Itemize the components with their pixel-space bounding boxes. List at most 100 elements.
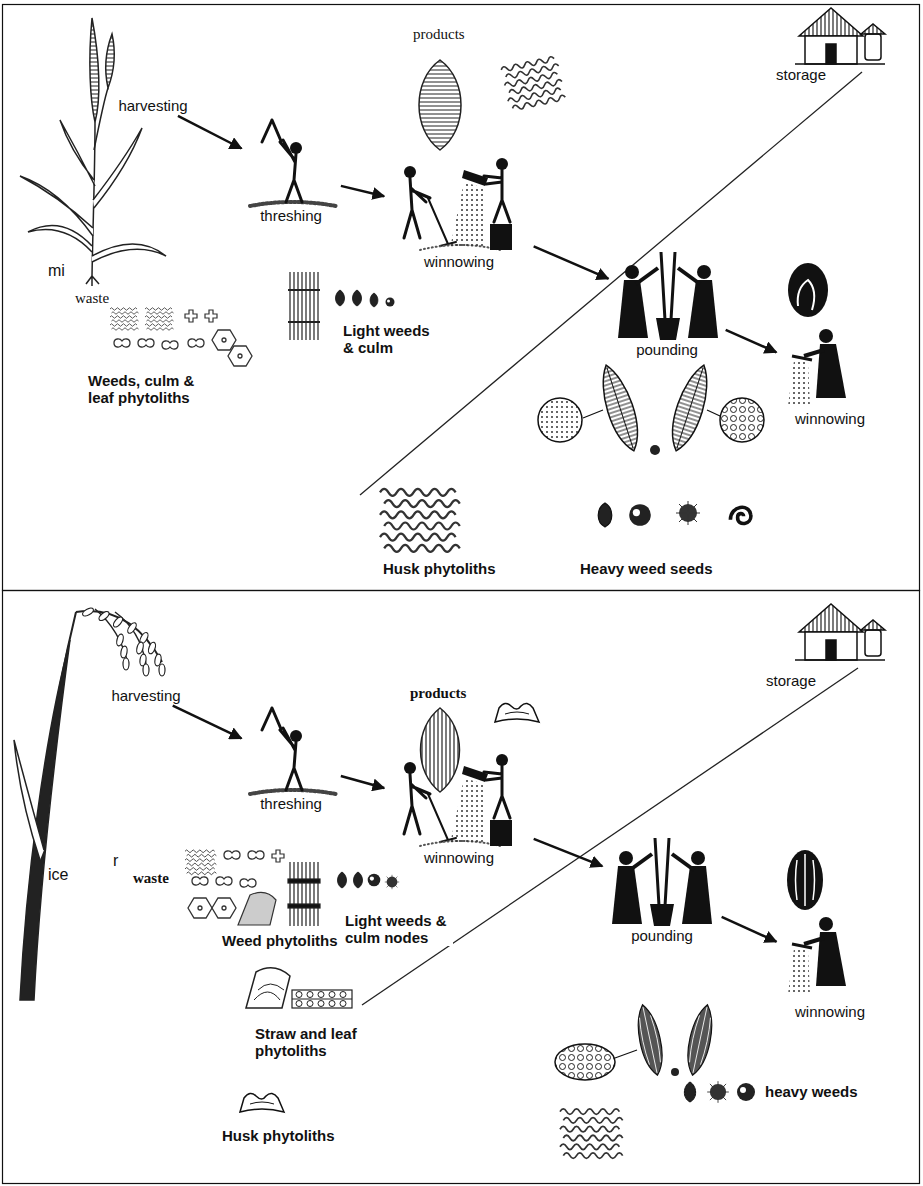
storage-hut	[795, 604, 885, 660]
process-stage: winnowing	[780, 325, 880, 427]
process-stage: winnowing	[388, 752, 530, 866]
straw-leaf-phytoliths	[246, 968, 290, 1008]
process-stage: threshing	[245, 712, 337, 812]
waste-phytoliths	[272, 850, 284, 862]
dehusked-grain	[788, 263, 828, 317]
winnowing-woman	[788, 329, 846, 406]
waste-label: waste	[133, 870, 169, 887]
husk-detail	[538, 398, 582, 442]
millet-plant	[106, 34, 114, 88]
millet-plant	[28, 226, 92, 252]
husk-detail	[615, 1050, 637, 1058]
residue-label: Straw and leaf phytoliths	[255, 1025, 373, 1059]
stage-label: harvesting	[109, 687, 182, 704]
straw-leaf-phytoliths	[296, 1001, 302, 1007]
stage-label: winnowing	[422, 849, 496, 866]
divider-line	[362, 668, 858, 1005]
straw-leaf-phytoliths	[329, 1001, 335, 1007]
waste-phytoliths	[192, 877, 208, 885]
waste-phytoliths	[185, 850, 284, 925]
winnowers-figure	[404, 158, 512, 250]
rice-plant	[14, 606, 165, 1000]
residue-label: Husk phytoliths	[222, 1127, 335, 1144]
millet-plant	[92, 244, 166, 262]
rice-plant	[76, 611, 162, 662]
husk-phytolith	[501, 56, 566, 112]
culm-bundle	[288, 904, 320, 908]
residue-label: Light weeds & culm	[343, 322, 443, 356]
heavy-weed-seeds	[684, 1081, 755, 1103]
panel-frame	[3, 5, 920, 591]
straw-leaf-phytoliths	[292, 999, 352, 1000]
light-weed-seeds	[352, 290, 361, 306]
waste-phytoliths	[110, 308, 252, 366]
residue-label: Husk phytoliths	[383, 560, 496, 577]
millet-plant	[94, 88, 108, 150]
thresher-figure	[250, 120, 336, 206]
straw-leaf-phytoliths	[292, 990, 352, 1008]
millet-plant	[20, 18, 166, 286]
stage-label: winnowing	[793, 410, 867, 427]
process-stage: harvesting	[105, 682, 187, 704]
rice-plant	[116, 633, 125, 646]
husk-detail	[555, 1003, 717, 1080]
heavy-weed-seeds	[598, 501, 751, 527]
flow-arrow	[178, 116, 242, 149]
dehusked-grain	[787, 850, 823, 910]
waste-phytoliths	[185, 850, 216, 875]
rice-plant	[143, 664, 149, 676]
light-weed-seeds	[337, 872, 399, 889]
rice-plant	[112, 615, 124, 628]
waste-phytoliths	[185, 310, 197, 322]
waste-phytoliths	[224, 851, 240, 859]
panel-label: mi	[48, 262, 65, 280]
residue-label: Light weeds & culm nodes	[345, 912, 453, 946]
millet-plant	[93, 128, 142, 208]
dehusked-grain	[787, 850, 823, 910]
culm-bundle	[290, 862, 318, 926]
millet-plant	[60, 120, 95, 186]
stage-label: winnowing	[793, 1003, 867, 1020]
heavy-weed-seeds	[730, 507, 750, 523]
straw-leaf-phytoliths	[254, 984, 284, 1000]
residue-label: Weed phytoliths	[222, 932, 338, 949]
waste-phytoliths	[240, 879, 256, 887]
stage-label: pounding	[634, 341, 700, 358]
process-stage: pounding	[612, 250, 722, 358]
husk-phytolith	[495, 703, 539, 722]
rice-plant	[97, 610, 110, 622]
heavy-weed-seeds	[598, 503, 612, 527]
place-label: storage	[766, 672, 816, 689]
waste-phytoliths	[216, 877, 232, 885]
rice-plant	[81, 606, 94, 617]
rice-plant	[123, 658, 129, 670]
straw-leaf-phytoliths	[340, 992, 346, 998]
stage-label: winnowing	[422, 253, 496, 270]
culm-bundle	[288, 879, 320, 883]
rice-grain	[421, 708, 460, 792]
husk-detail	[538, 361, 764, 455]
culm-bundle	[288, 290, 320, 322]
flow-arrow	[726, 330, 777, 352]
rice-plant	[136, 641, 145, 654]
heavy-weed-seeds	[707, 1081, 729, 1103]
light-weed-seeds	[335, 290, 344, 306]
husk-detail	[650, 445, 660, 455]
waste-phytoliths	[238, 892, 276, 925]
husk-phytolith	[560, 1109, 623, 1159]
stage-label: threshing	[258, 207, 324, 224]
winnowing-woman	[788, 917, 846, 994]
culm-bundle	[290, 272, 318, 340]
millet-plant	[86, 276, 99, 286]
waste-phytoliths	[212, 898, 236, 918]
heavy-weed-seeds	[737, 1083, 755, 1101]
rice-plant	[147, 641, 157, 654]
light-weed-seeds	[335, 290, 394, 307]
light-weed-seeds	[337, 872, 346, 888]
residue-label: heavy weeds	[765, 1083, 858, 1100]
straw-leaf-phytoliths	[318, 992, 324, 998]
flow-arrow	[722, 917, 777, 942]
light-weed-seeds	[385, 875, 399, 889]
stage-label: pounding	[629, 927, 695, 944]
